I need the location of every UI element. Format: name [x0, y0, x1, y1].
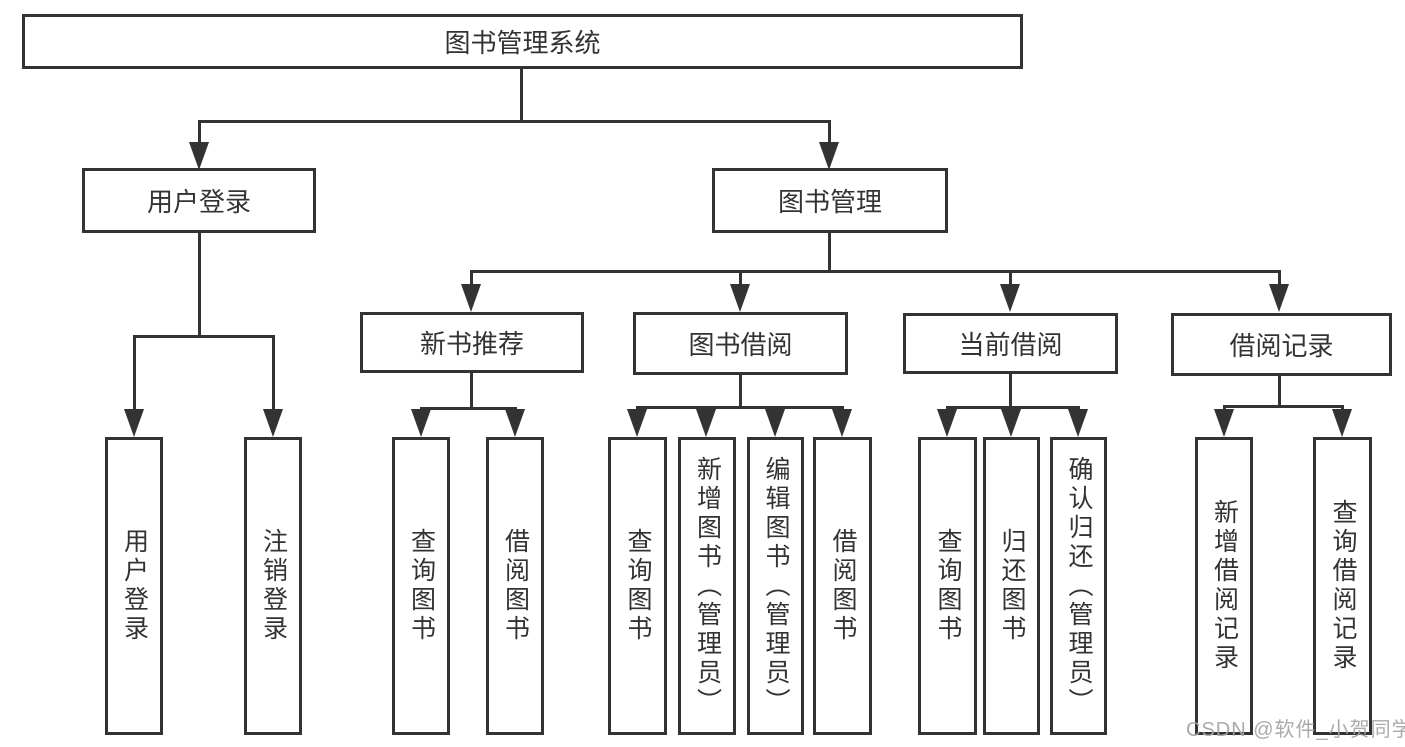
node-user-login-label: 用户登录 [146, 187, 251, 217]
connector-to-book-borrowing [739, 270, 742, 288]
arrow-down-icon [124, 409, 144, 437]
leaf-newbook-borrow-books: 借阅图书 [486, 437, 544, 735]
connector-to-current-borrowing [1009, 270, 1012, 288]
node-borrowing-records-label: 借阅记录 [1229, 331, 1334, 361]
arrow-down-icon [189, 142, 209, 170]
connector-borrowing-records-split [1223, 405, 1344, 408]
node-root-label: 图书管理系统 [444, 28, 601, 58]
arrow-down-icon [1000, 284, 1020, 312]
arrow-down-icon [411, 409, 431, 437]
leaf-current-confirm-return-label: 确认归还（管理员） [1065, 455, 1093, 717]
node-new-book-recommend-label: 新书推荐 [419, 329, 524, 359]
connector-user-login-split [133, 335, 275, 338]
leaf-user-login-label: 用户登录 [120, 528, 149, 644]
leaf-borrow-borrow-books: 借阅图书 [813, 437, 872, 735]
arrow-down-icon [627, 409, 647, 437]
leaf-borrow-query-books-label: 查询图书 [624, 528, 652, 644]
leaf-records-add-record: 新增借阅记录 [1195, 437, 1253, 735]
node-book-borrowing: 图书借阅 [633, 312, 848, 375]
connector-to-borrowing-records [1278, 270, 1281, 288]
connector-new-book-split [420, 407, 517, 410]
leaf-logout: 注销登录 [244, 437, 302, 735]
node-new-book-recommend: 新书推荐 [360, 312, 584, 373]
node-book-management: 图书管理 [712, 168, 948, 233]
connector-book-management-split [470, 270, 1281, 273]
leaf-borrow-edit-books-label: 编辑图书（管理员） [762, 455, 790, 717]
leaf-borrow-add-books: 新增图书（管理员） [678, 437, 736, 735]
leaf-current-query-books-label: 查询图书 [934, 528, 962, 644]
connector-root-split [198, 120, 831, 123]
leaf-records-query-record: 查询借阅记录 [1313, 437, 1372, 735]
arrow-down-icon [1269, 284, 1289, 312]
leaf-borrow-add-books-label: 新增图书（管理员） [693, 455, 722, 717]
node-root: 图书管理系统 [22, 14, 1023, 69]
leaf-current-return-books-label: 归还图书 [998, 528, 1026, 644]
leaf-borrow-query-books: 查询图书 [608, 437, 667, 735]
node-book-borrowing-label: 图书借阅 [688, 330, 793, 360]
node-borrowing-records: 借阅记录 [1171, 313, 1392, 376]
leaf-current-confirm-return: 确认归还（管理员） [1050, 437, 1107, 735]
arrow-down-icon [263, 409, 283, 437]
arrow-down-icon [1001, 409, 1021, 437]
arrow-down-icon [1068, 409, 1088, 437]
arrow-down-icon [461, 284, 481, 312]
connector-book-management-trunk [828, 233, 831, 273]
arrow-down-icon [819, 142, 839, 170]
arrow-down-icon [765, 409, 785, 437]
connector-to-new-book-recommend [470, 270, 473, 288]
leaf-records-add-record-label: 新增借阅记录 [1210, 499, 1239, 673]
arrow-down-icon [1214, 409, 1234, 437]
leaf-records-query-record-label: 查询借阅记录 [1329, 499, 1357, 673]
leaf-borrow-borrow-books-label: 借阅图书 [829, 528, 857, 644]
connector-current-borrowing-trunk [1009, 374, 1012, 409]
node-current-borrowing: 当前借阅 [903, 313, 1118, 374]
connector-user-login-trunk [198, 233, 201, 337]
leaf-borrow-edit-books: 编辑图书（管理员） [747, 437, 804, 735]
arrow-down-icon [832, 409, 852, 437]
leaf-newbook-borrow-books-label: 借阅图书 [501, 528, 530, 644]
arrow-down-icon [696, 409, 716, 437]
connector-to-leaf-user-login [133, 335, 136, 411]
connector-to-leaf-logout [272, 335, 275, 411]
connector-new-book-trunk [470, 373, 473, 410]
leaf-current-query-books: 查询图书 [918, 437, 977, 735]
node-current-borrowing-label: 当前借阅 [958, 330, 1063, 360]
connector-current-borrowing-split [946, 406, 1080, 409]
connector-book-borrowing-split [636, 406, 844, 409]
connector-borrowing-records-trunk [1278, 376, 1281, 408]
leaf-logout-label: 注销登录 [259, 528, 288, 644]
connector-root-trunk [520, 69, 523, 122]
leaf-newbook-query-books-label: 查询图书 [407, 528, 436, 644]
arrow-down-icon [1332, 409, 1352, 437]
leaf-user-login: 用户登录 [105, 437, 163, 735]
connector-to-user-login [198, 120, 201, 146]
csdn-watermark: CSDN @软件_小贺同学 [1186, 719, 1405, 741]
node-user-login: 用户登录 [82, 168, 316, 233]
leaf-current-return-books: 归还图书 [983, 437, 1040, 735]
connector-to-book-management [828, 120, 831, 146]
leaf-newbook-query-books: 查询图书 [392, 437, 450, 735]
connector-book-borrowing-trunk [739, 375, 742, 409]
arrow-down-icon [505, 409, 525, 437]
arrow-down-icon [937, 409, 957, 437]
arrow-down-icon [730, 284, 750, 312]
node-book-management-label: 图书管理 [777, 187, 882, 217]
